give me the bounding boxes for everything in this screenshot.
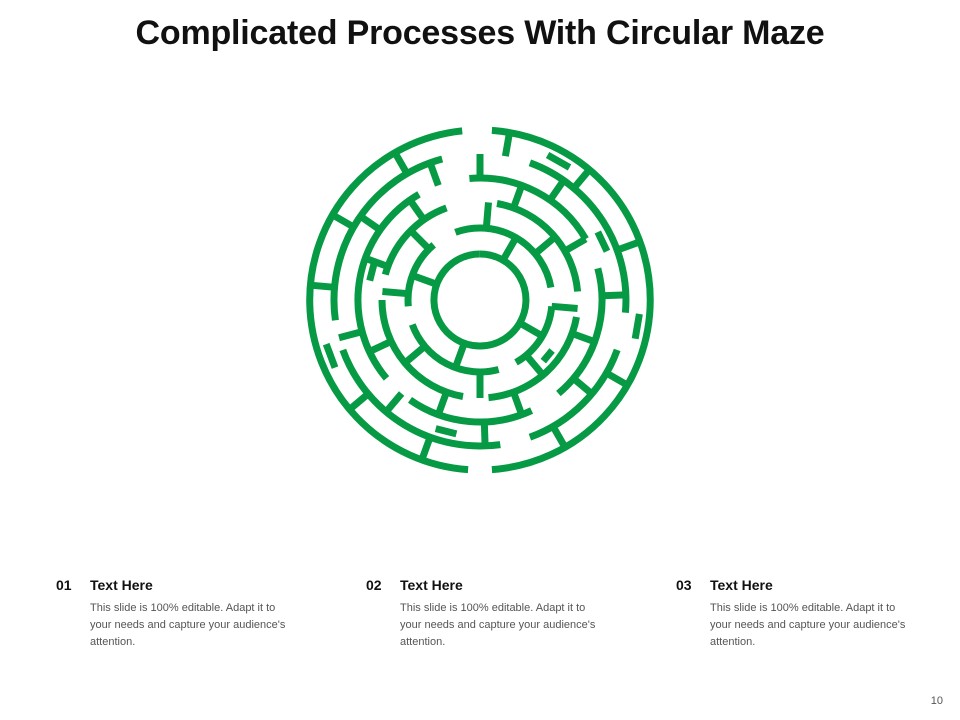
maze-spoke bbox=[383, 391, 405, 415]
text-item-1: 01 Text Here This slide is 100% editable.… bbox=[56, 576, 316, 651]
maze-arc bbox=[556, 267, 606, 397]
maze-spoke bbox=[532, 234, 558, 257]
maze-stub bbox=[366, 262, 378, 282]
maze-spoke bbox=[402, 343, 428, 366]
maze-arc bbox=[469, 174, 589, 241]
page-number: 10 bbox=[930, 695, 943, 707]
text-item-2: 02 Text Here This slide is 100% editable.… bbox=[366, 576, 626, 651]
text-item-3-body: This slide is 100% editable. Adapt it to… bbox=[710, 602, 906, 648]
maze-spoke bbox=[418, 436, 434, 461]
maze-stub bbox=[545, 151, 572, 171]
maze-spoke bbox=[547, 178, 567, 203]
text-items: 01 Text Here This slide is 100% editable.… bbox=[0, 576, 960, 666]
maze-arc bbox=[330, 155, 444, 321]
maze-spoke bbox=[452, 342, 468, 369]
maze-arc bbox=[381, 204, 448, 276]
circular-maze-graphic bbox=[306, 126, 654, 474]
text-item-3-heading: Text Here bbox=[710, 577, 773, 593]
maze-spoke bbox=[411, 272, 438, 288]
maze-spoke bbox=[408, 228, 432, 252]
maze-outer-ring bbox=[306, 127, 469, 474]
text-item-1-number: 01 bbox=[56, 577, 72, 593]
maze-spoke bbox=[571, 375, 595, 397]
circular-maze bbox=[300, 120, 660, 480]
maze-spoke bbox=[510, 184, 525, 210]
maze-stub bbox=[540, 348, 555, 364]
slide-title: Complicated Processes With Circular Maze bbox=[135, 14, 825, 52]
maze-arc bbox=[339, 348, 501, 450]
maze-stub bbox=[322, 342, 339, 369]
maze-spoke bbox=[407, 198, 427, 222]
maze-spoke bbox=[364, 255, 390, 270]
text-item-2-heading: Text Here bbox=[400, 577, 463, 593]
maze-arc bbox=[496, 200, 582, 292]
maze-spoke bbox=[510, 390, 525, 416]
maze-spoke bbox=[501, 132, 513, 157]
text-item-3: 03 Text Here This slide is 100% editable.… bbox=[676, 576, 936, 651]
maze-spoke bbox=[382, 288, 409, 298]
maze-spoke bbox=[310, 281, 335, 291]
maze-spoke bbox=[616, 238, 641, 254]
maze-arc bbox=[528, 159, 630, 314]
maze-spoke bbox=[499, 235, 520, 262]
maze-arc bbox=[407, 397, 534, 426]
text-item-1-body: This slide is 100% editable. Adapt it to… bbox=[90, 602, 286, 648]
maze-stub bbox=[594, 230, 611, 253]
maze-spoke bbox=[347, 391, 371, 412]
maze-spoke bbox=[480, 421, 489, 447]
maze-spoke bbox=[563, 235, 588, 255]
maze-spoke bbox=[549, 424, 569, 449]
maze-spoke bbox=[331, 211, 356, 231]
text-item-2-header: 02 Text Here bbox=[366, 576, 626, 594]
maze-center-ring bbox=[430, 250, 530, 350]
text-item-3-number: 03 bbox=[676, 577, 692, 593]
maze-spoke bbox=[391, 151, 411, 176]
maze-spoke bbox=[358, 213, 383, 233]
maze-spoke bbox=[571, 167, 592, 191]
maze-stub bbox=[631, 313, 643, 340]
maze-spoke bbox=[604, 369, 629, 389]
text-item-2-body: This slide is 100% editable. Adapt it to… bbox=[400, 602, 596, 648]
maze-spoke bbox=[551, 302, 578, 312]
maze-spoke bbox=[570, 330, 596, 345]
maze-spoke bbox=[426, 161, 442, 187]
text-item-2-number: 02 bbox=[366, 577, 382, 593]
maze-spoke bbox=[601, 291, 627, 300]
maze-outer-ring bbox=[491, 126, 654, 474]
maze-arc bbox=[528, 348, 621, 441]
maze-spoke bbox=[367, 338, 393, 355]
text-item-3-header: 03 Text Here bbox=[676, 576, 936, 594]
maze-spoke bbox=[435, 390, 450, 416]
maze-stub bbox=[434, 425, 458, 438]
maze-spoke bbox=[482, 202, 492, 229]
maze-arc bbox=[409, 323, 500, 376]
maze-arc bbox=[488, 316, 580, 402]
maze-spoke bbox=[518, 319, 545, 340]
maze-spoke bbox=[338, 328, 364, 342]
maze-spoke bbox=[523, 352, 546, 378]
text-item-1-header: 01 Text Here bbox=[56, 576, 316, 594]
text-item-1-heading: Text Here bbox=[90, 577, 153, 593]
